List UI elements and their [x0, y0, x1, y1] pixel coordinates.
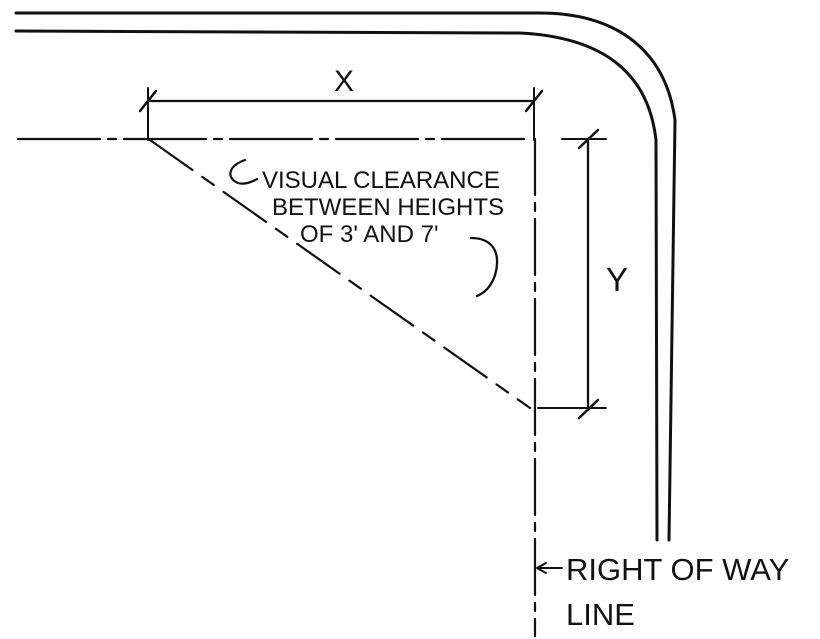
y-dimension-label: Y: [606, 261, 628, 298]
y-dimension-top-tick: [577, 128, 600, 150]
note-leader-left: [229, 158, 259, 185]
y-dimension-bottom-tick: [577, 398, 600, 420]
x-dimension-label: X: [334, 65, 354, 98]
right-of-way-label-line-1: RIGHT OF WAY: [566, 552, 789, 587]
note-leader-right: [469, 236, 499, 298]
clearance-note-line-3: OF 3' AND 7': [300, 221, 439, 248]
clearance-note-line-2: BETWEEN HEIGHTS: [272, 194, 504, 221]
clearance-note-line-1: VISUAL CLEARANCE: [262, 167, 500, 194]
right-of-way-arrowhead: [536, 562, 547, 574]
curb-line-outer: [14, 11, 677, 542]
curb-line-inner: [14, 29, 659, 542]
sight-triangle-diagonal: [148, 138, 532, 410]
right-of-way-label-line-2: LINE: [566, 597, 635, 632]
x-dimension-left-tick: [138, 89, 158, 113]
x-dimension-right-tick: [524, 89, 544, 113]
